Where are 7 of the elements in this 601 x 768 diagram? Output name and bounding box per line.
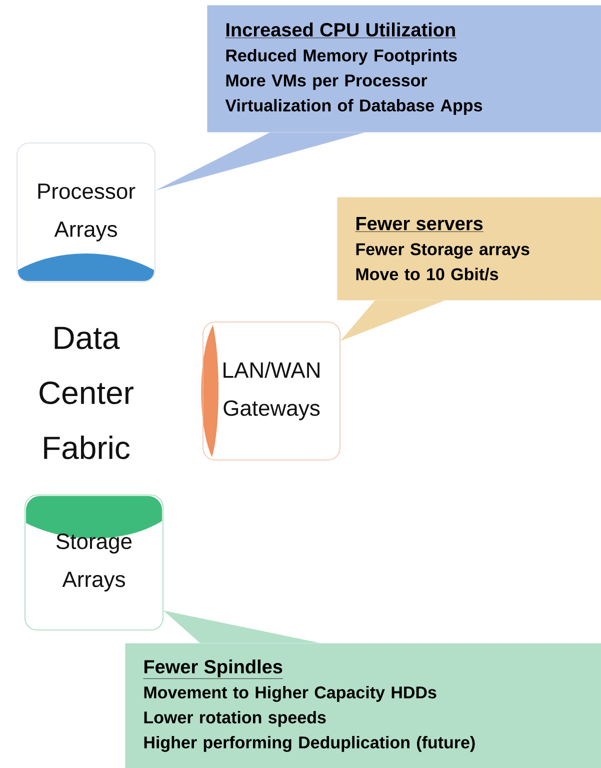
gateway-box: LAN/WAN Gateways bbox=[201, 322, 340, 460]
callout-pointer bbox=[155, 132, 365, 190]
callout-pointer bbox=[163, 610, 320, 643]
storage-array-box: Storage Arrays bbox=[24, 494, 164, 630]
callout-pointer bbox=[340, 300, 445, 341]
fabric-label: Data Center Fabric bbox=[40, 326, 134, 460]
processor-array-box: Processor Arrays bbox=[16, 142, 156, 282]
